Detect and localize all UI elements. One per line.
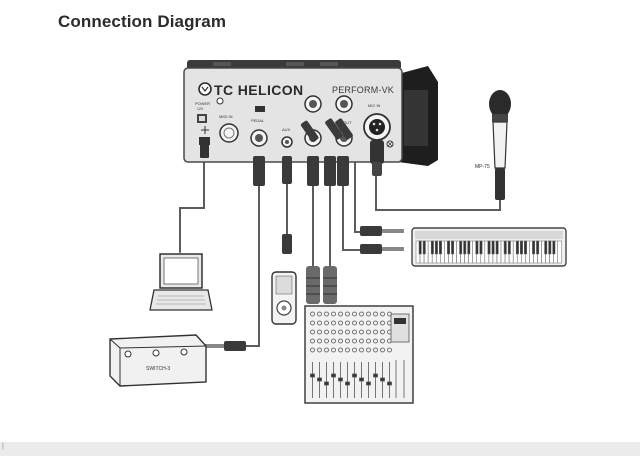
brand-logo-icon — [198, 82, 212, 96]
power-switch — [255, 106, 265, 112]
footer-mark: | — [2, 443, 4, 450]
power-spec: 12V — [197, 107, 204, 111]
footswitch-button-1 — [124, 350, 132, 358]
microphone-label: MP-75 — [475, 164, 490, 170]
usb-cable — [179, 157, 205, 253]
keyboard-controller — [411, 227, 567, 267]
connection-diagram: TC HELICON PERFORM-VK POWER 12V MIDI IN … — [109, 60, 567, 404]
mic-in-label: MIC IN — [368, 103, 381, 108]
midi-in-port — [219, 123, 239, 143]
footswitch-button-2 — [152, 349, 160, 357]
mic-cable — [375, 175, 501, 211]
aux-label: AUX — [282, 127, 291, 132]
out-label: OUT — [343, 120, 352, 125]
plug-connectors — [204, 156, 404, 351]
perform-vk-unit: TC HELICON PERFORM-VK POWER 12V MIDI IN … — [183, 60, 438, 176]
brand-name: TC HELICON — [214, 82, 304, 98]
usb-port-icon — [201, 126, 209, 134]
power-label: POWER — [195, 101, 210, 106]
laptop — [149, 253, 213, 311]
microphone: MP-75 — [475, 90, 511, 200]
page-title: Connection Diagram — [58, 12, 227, 31]
pedal-label: PEDAL — [251, 118, 265, 123]
bottom-bar: | — [0, 442, 640, 456]
power-jack — [216, 97, 224, 105]
usb-port — [199, 137, 210, 145]
mp3-player — [271, 271, 297, 325]
footswitch: SWITCH-3 — [109, 334, 207, 387]
footswitch-button-3 — [180, 348, 188, 356]
mixer-channel-strips — [310, 311, 405, 398]
keyboard-cable-right — [354, 149, 363, 233]
midi-in-label: MIDI IN — [219, 114, 233, 119]
footswitch-label: SWITCH-3 — [146, 366, 170, 372]
mixing-console — [304, 305, 414, 404]
cables — [179, 144, 501, 347]
pedal-cable — [243, 144, 260, 347]
model-name: PERFORM-VK — [332, 85, 394, 95]
keyboard-keys — [415, 240, 562, 264]
